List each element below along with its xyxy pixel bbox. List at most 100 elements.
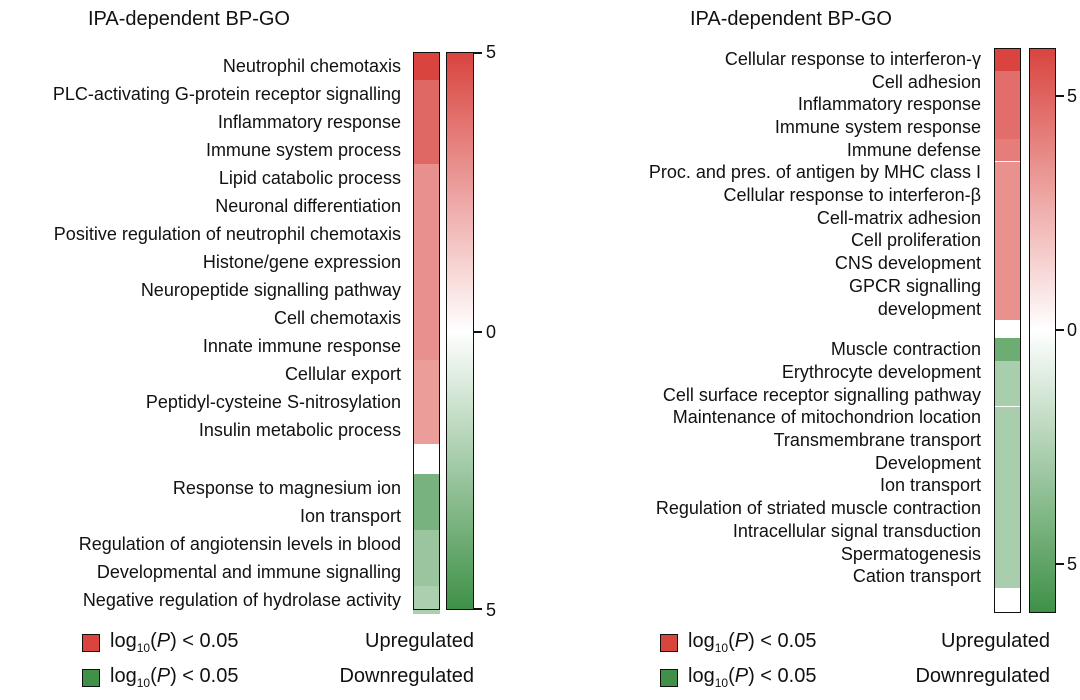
right-scale-tick-top xyxy=(1056,95,1064,97)
heatmap-cell xyxy=(994,184,1021,207)
left-legend-down-swatch xyxy=(82,669,100,687)
go-term-label: Inflammatory response xyxy=(797,94,981,115)
right-scale-label-mid: 0 xyxy=(1067,320,1078,340)
left-chart-title: IPA-dependent BP-GO xyxy=(88,8,290,30)
heatmap-cell xyxy=(413,108,440,136)
left-scale-tick-top xyxy=(474,52,482,54)
heatmap-cell xyxy=(994,206,1021,230)
heatmap-cell xyxy=(413,52,440,80)
heatmap-cell xyxy=(994,474,1021,498)
heatmap-cell xyxy=(994,93,1021,117)
heatmap-cell xyxy=(994,116,1021,139)
go-term-label: Cation transport xyxy=(852,566,981,587)
left-scale-label-mid: 0 xyxy=(486,322,497,342)
go-term-label: Proc. and pres. of antigen by MHC class … xyxy=(648,162,981,183)
heatmap-cell xyxy=(413,304,440,332)
go-term-label: Lipid catabolic process xyxy=(218,167,401,188)
go-term-label: Cellular response to interferon-β xyxy=(723,185,981,206)
right-scale-label-bottom: 5 xyxy=(1067,554,1078,574)
heatmap-cell xyxy=(994,497,1021,520)
right-heatmap-column xyxy=(994,48,1021,613)
right-chart-title: IPA-dependent BP-GO xyxy=(690,8,892,30)
heatmap-cell xyxy=(413,248,440,276)
heatmap-gap xyxy=(413,444,440,474)
go-term-label: Negative regulation of hydrolase activit… xyxy=(82,589,401,610)
heatmap-gap xyxy=(994,320,1021,339)
left-color-scale-bar xyxy=(446,52,474,610)
go-term-label: Cell chemotaxis xyxy=(273,307,401,328)
heatmap-cell xyxy=(994,138,1021,162)
go-term-label: Cell proliferation xyxy=(850,230,981,251)
go-term-label: Ion transport xyxy=(299,505,401,526)
go-term-label: Maintenance of mitochondrion location xyxy=(672,407,981,428)
go-term-label: Cell surface receptor signalling pathway xyxy=(662,384,981,405)
heatmap-cell xyxy=(413,332,440,360)
left-legend-down-label: Downregulated xyxy=(339,665,474,687)
heatmap-cell xyxy=(994,361,1021,384)
go-term-label: Development xyxy=(874,452,981,473)
right-legend-up-metric: log10(P) < 0.05 xyxy=(688,630,817,655)
heatmap-cell xyxy=(994,70,1021,94)
heatmap-cell xyxy=(413,416,440,444)
go-term-label: Erythrocyte development xyxy=(781,361,981,382)
go-term-label: CNS development xyxy=(834,253,981,274)
heatmap-cell xyxy=(413,360,440,388)
right-color-scale-bar xyxy=(1029,48,1056,613)
right-legend-down-metric: log10(P) < 0.05 xyxy=(688,665,817,690)
go-term-label: Cellular export xyxy=(284,363,401,384)
heatmap-cell xyxy=(413,586,440,614)
heatmap-cell xyxy=(994,161,1021,185)
right-legend-up-swatch xyxy=(660,634,678,652)
heatmap-cell xyxy=(994,406,1021,430)
go-term-label: Positive regulation of neutrophil chemot… xyxy=(53,223,401,244)
heatmap-cell xyxy=(994,275,1021,321)
heatmap-cell xyxy=(413,220,440,248)
go-term-label: Histone/gene expression xyxy=(202,251,401,272)
right-legend-down-swatch xyxy=(660,669,678,687)
left-legend-up-swatch xyxy=(82,634,100,652)
right-panel: IPA-dependent BP-GO Cellular response to… xyxy=(540,0,1080,700)
left-scale-tick-bottom xyxy=(474,608,482,610)
right-scale-tick-mid xyxy=(1056,329,1064,331)
heatmap-cell xyxy=(994,383,1021,407)
go-term-label: PLC-activating G-protein receptor signal… xyxy=(52,83,401,104)
go-term-label: Innate immune response xyxy=(202,335,401,356)
go-term-label: Peptidyl-cysteine S-nitrosylation xyxy=(145,391,401,412)
right-scale-tick-bottom xyxy=(1056,563,1064,565)
heatmap-cell xyxy=(994,520,1021,543)
go-term-label: Neuropeptide signalling pathway xyxy=(140,279,401,300)
go-term-label: Cell adhesion xyxy=(871,71,981,92)
left-heatmap-column xyxy=(413,52,440,614)
go-term-label: Intracellular signal transduction xyxy=(732,520,981,541)
go-term-label: Spermatogenesis xyxy=(840,543,981,564)
go-term-label: Neutrophil chemotaxis xyxy=(222,55,401,76)
go-term-label: Immune system process xyxy=(205,139,401,160)
go-term-label: Regulation of angiotensin levels in bloo… xyxy=(78,533,401,554)
heatmap-cell xyxy=(413,164,440,192)
heatmap-cell xyxy=(994,451,1021,475)
heatmap-cell xyxy=(994,229,1021,253)
go-term-label: Ion transport xyxy=(879,475,981,496)
left-legend-up-label: Upregulated xyxy=(365,630,474,652)
go-term-label: Muscle contraction xyxy=(830,339,981,360)
heatmap-cell xyxy=(413,558,440,586)
go-term-label: Inflammatory response xyxy=(217,111,401,132)
heatmap-cell xyxy=(994,542,1021,566)
heatmap-cell xyxy=(413,80,440,108)
go-term-label: Immune system response xyxy=(774,116,981,137)
left-scale-label-bottom: 5 xyxy=(486,600,497,620)
heatmap-cell xyxy=(413,530,440,558)
heatmap-cell xyxy=(413,136,440,164)
left-scale-label-top: 5 xyxy=(486,42,497,62)
heatmap-cell xyxy=(994,48,1021,71)
heatmap-cell xyxy=(994,338,1021,362)
go-term-label: Insulin metabolic process xyxy=(198,419,401,440)
left-legend-up-metric: log10(P) < 0.05 xyxy=(110,630,239,655)
right-scale-label-top: 5 xyxy=(1067,86,1078,106)
go-term-label: development xyxy=(877,298,981,319)
go-term-label: Immune defense xyxy=(846,139,981,160)
left-panel: IPA-dependent BP-GO Neutrophil chemotaxi… xyxy=(52,8,497,690)
left-scale-tick-mid xyxy=(474,331,482,333)
heatmap-cell xyxy=(413,192,440,220)
go-term-label: Regulation of striated muscle contractio… xyxy=(655,498,981,519)
